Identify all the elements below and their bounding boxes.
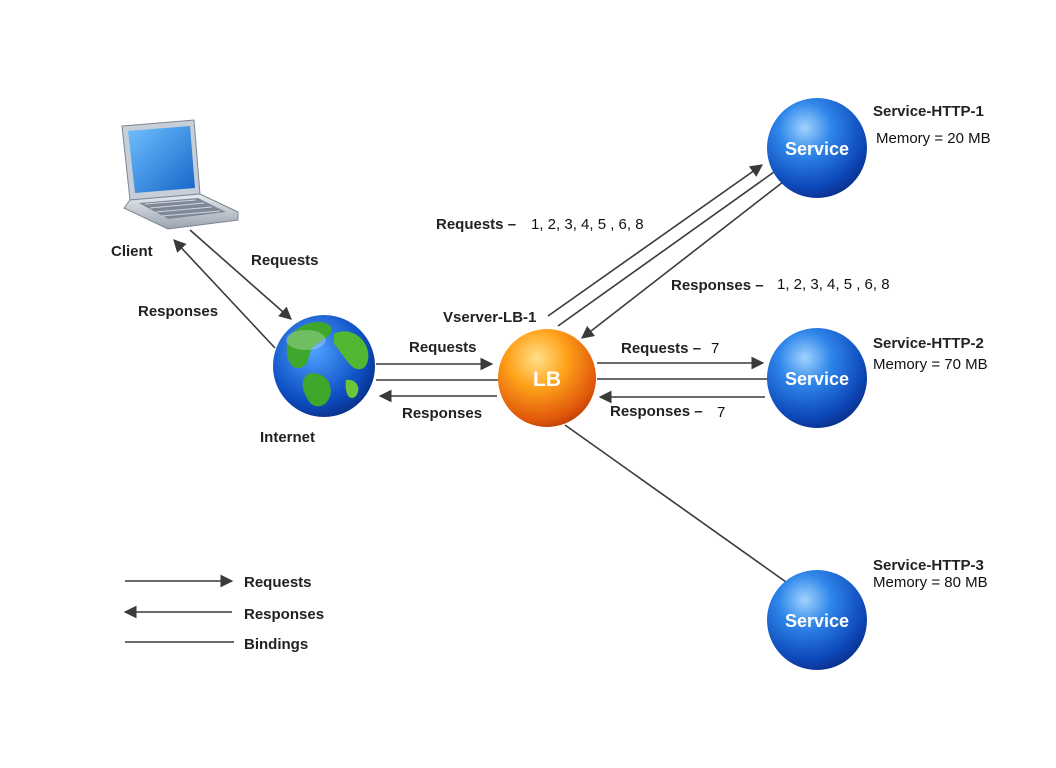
lb-badge-text: LB — [533, 368, 561, 391]
client-responses-label: Responses — [138, 303, 218, 320]
s1-requests-label: Requests – — [436, 216, 516, 233]
client-requests-label: Requests — [251, 252, 319, 269]
legend-requests-label: Requests — [244, 574, 312, 591]
client-request-arrow — [189, 229, 292, 320]
legend: Requests Responses Bindings — [123, 574, 324, 653]
client-response-arrow — [173, 239, 276, 349]
client-label: Client — [111, 243, 153, 260]
internet-lb-requests-label: Requests — [409, 339, 477, 356]
service-1-badge-text: Service — [785, 139, 849, 159]
service-3-badge-text: Service — [785, 611, 849, 631]
lb-s1-request-arrow — [547, 164, 764, 317]
service-2-node: Service — [767, 328, 867, 428]
lb-s3-binding-line — [564, 424, 787, 583]
lb-s1-binding-line — [557, 171, 775, 327]
s1-responses-label: Responses – — [671, 277, 764, 294]
service-1-name: Service-HTTP-1 — [873, 103, 984, 120]
s1-responses-seq: 1, 2, 3, 4, 5 , 6, 8 — [777, 276, 890, 293]
legend-responses-label: Responses — [244, 606, 324, 623]
vserver-label: Vserver-LB-1 — [443, 309, 536, 326]
service-2-name: Service-HTTP-2 — [873, 335, 984, 352]
s2-responses-seq: 7 — [717, 404, 725, 421]
s2-responses-label: Responses – — [610, 403, 703, 420]
service-3-memory: Memory = 80 MB — [873, 574, 988, 591]
s2-requests-seq: 7 — [711, 340, 719, 357]
service-2-memory: Memory = 70 MB — [873, 356, 988, 373]
service-3-name: Service-HTTP-3 — [873, 557, 984, 574]
service-1-memory: Memory = 20 MB — [876, 130, 991, 147]
internet-label: Internet — [260, 429, 315, 446]
service-3-node: Service — [767, 570, 867, 670]
s2-requests-label: Requests – — [621, 340, 701, 357]
s1-requests-seq: 1, 2, 3, 4, 5 , 6, 8 — [531, 216, 644, 233]
legend-bindings-label: Bindings — [244, 636, 308, 653]
lb-node: LB — [498, 329, 596, 427]
s1-lb-response-arrow — [580, 181, 784, 339]
service-1-node: Service — [767, 98, 867, 198]
internet-lb-responses-label: Responses — [402, 405, 482, 422]
service-2-badge-text: Service — [785, 369, 849, 389]
globe-icon — [273, 315, 375, 417]
laptop-icon — [121, 119, 239, 230]
